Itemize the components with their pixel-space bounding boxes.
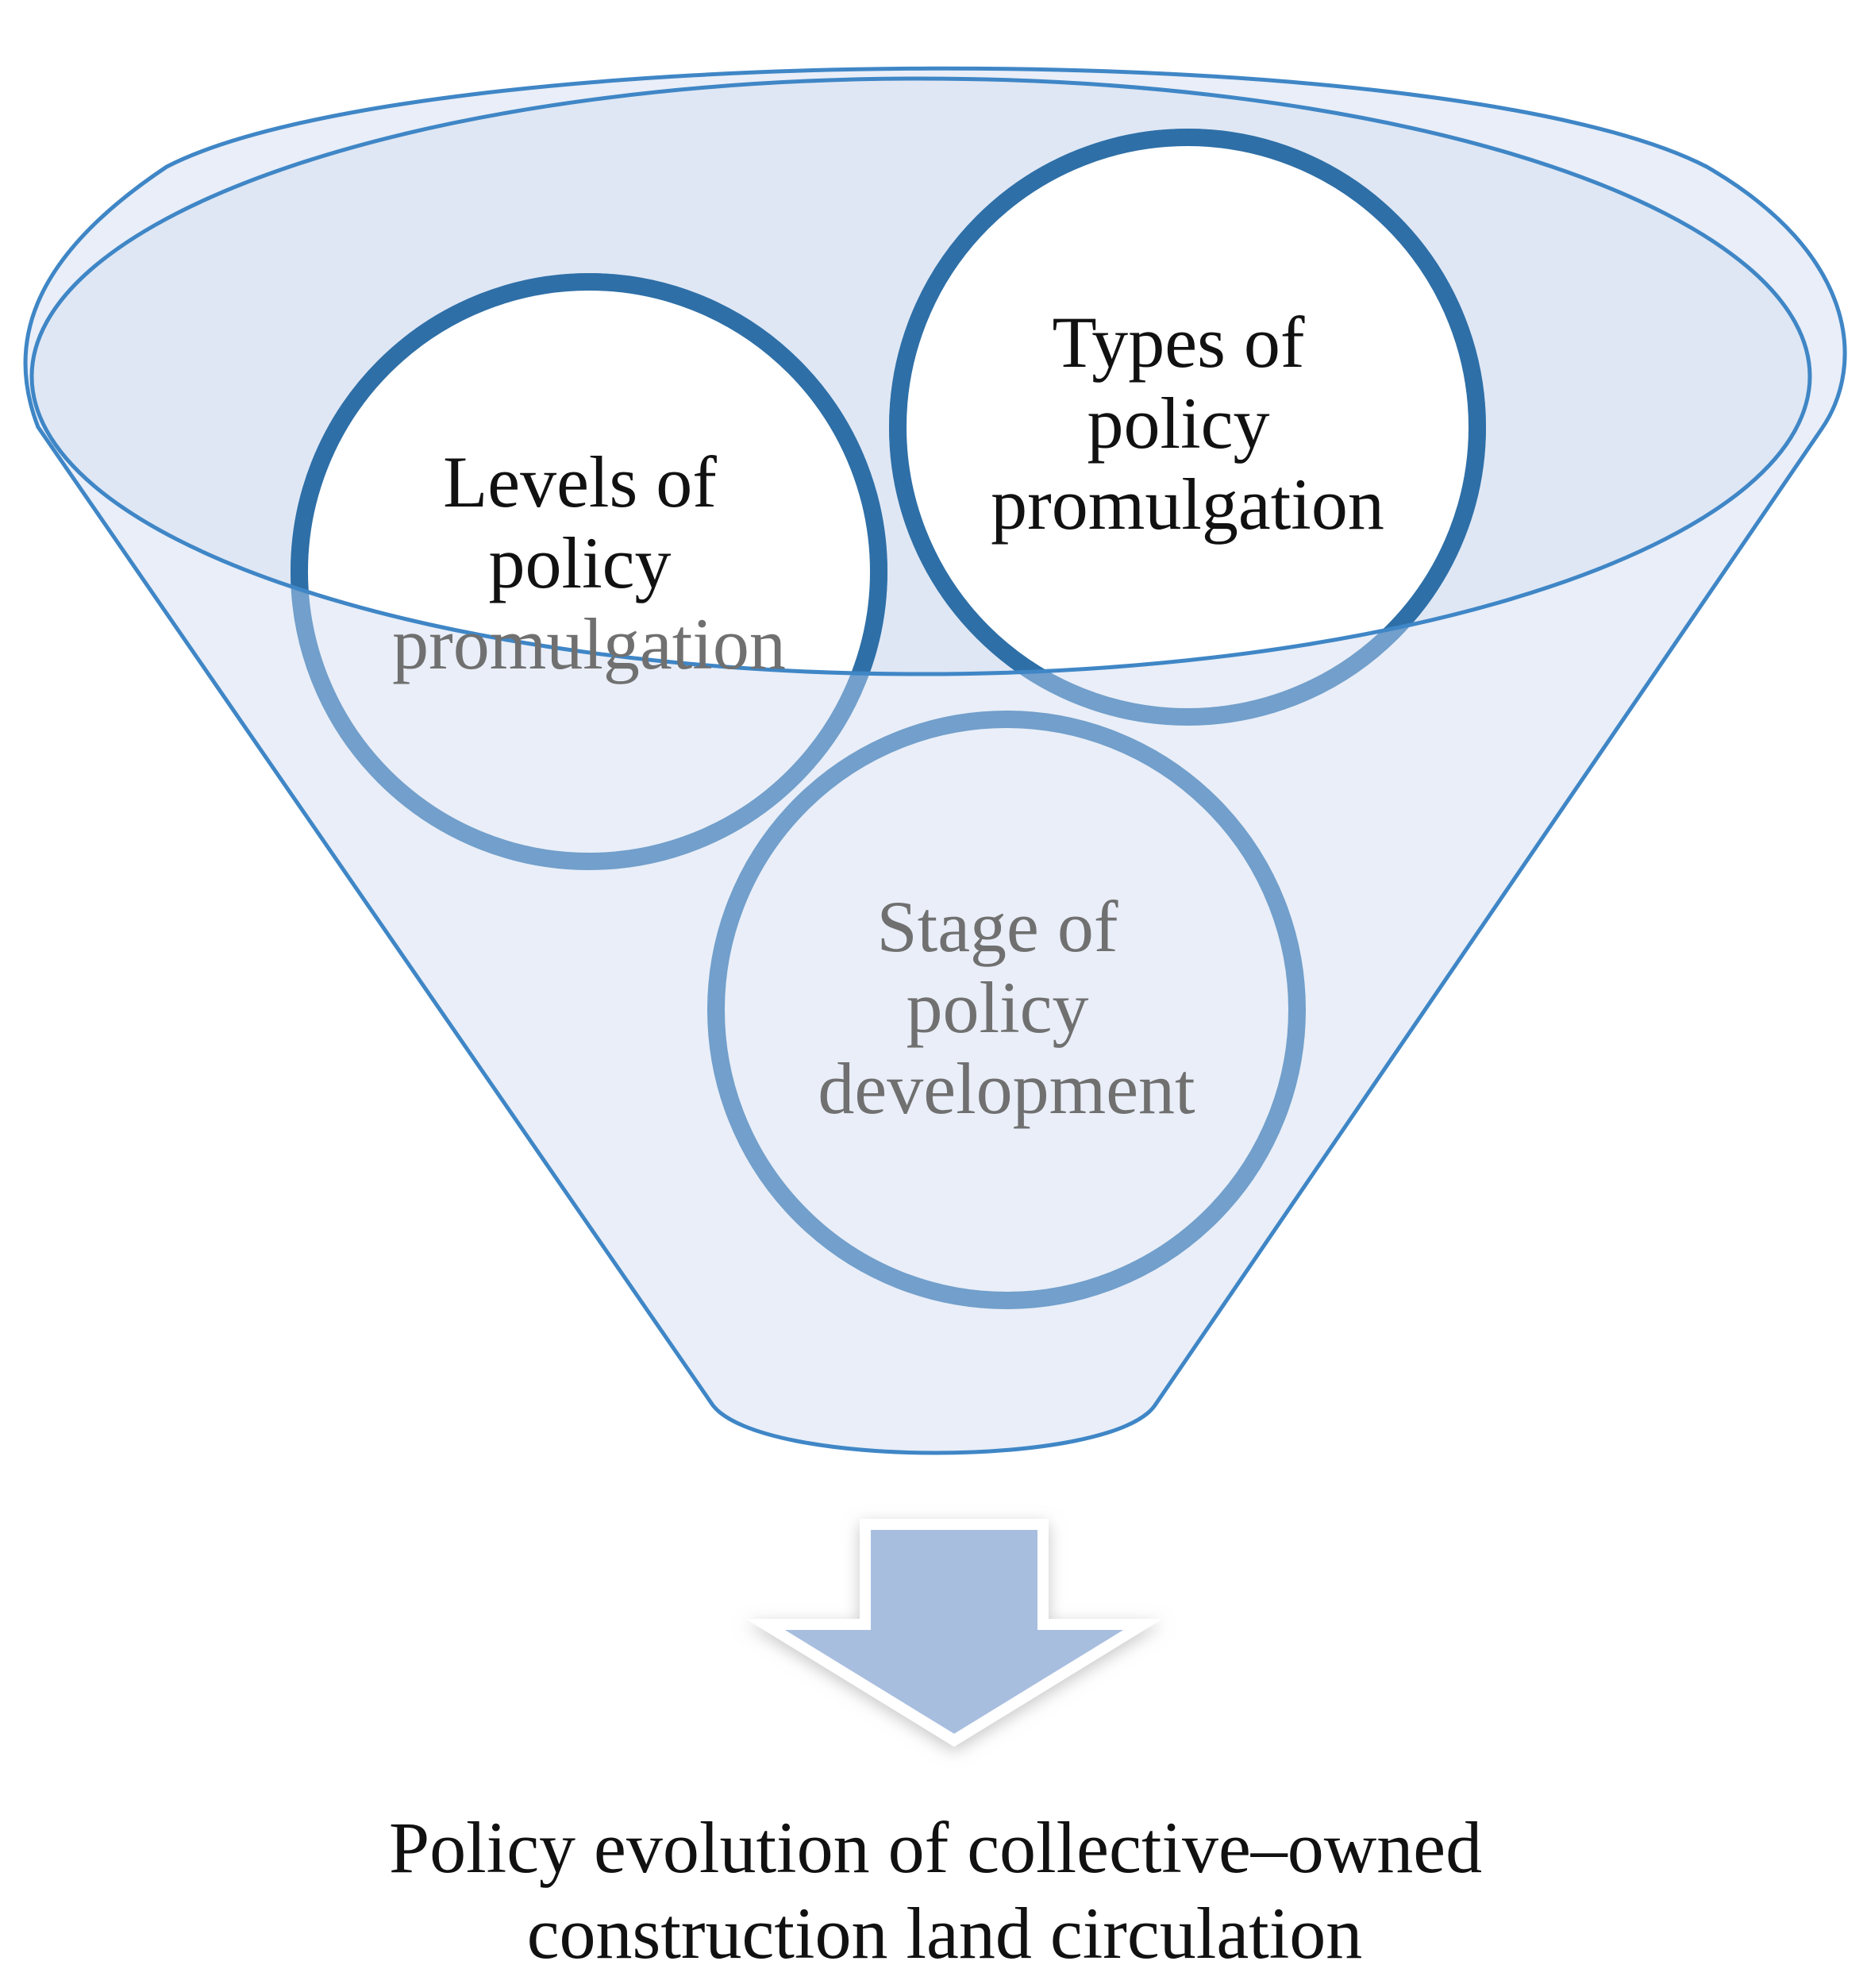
circle-types-front [889,129,1486,674]
down-arrow-icon [745,1519,1163,1747]
label-stage: Stage of policy development [818,886,1195,1129]
funnel-rim-outline [29,76,1812,676]
label-types-line-2: policy [1087,383,1270,464]
label-types-line-1: Types of [1052,302,1304,383]
label-levels: Levels of policy promulgation [392,441,786,684]
circle-levels-front [291,273,887,674]
label-levels-line-2: policy [489,522,672,603]
circle-stage [707,711,1306,1309]
output-caption-line-1: Policy evolution of collective–owned [389,1807,1482,1888]
circle-types [889,129,1486,726]
label-types-line-3: promulgation [991,464,1384,545]
circle-levels [291,273,887,870]
label-stage-line-1: Stage of [876,886,1118,967]
circle-stage-back [707,711,1306,1309]
label-levels-line-1: Levels of [443,441,717,522]
output-caption: Policy evolution of collective–owned con… [389,1807,1500,1974]
label-levels-line-3: promulgation [392,603,786,684]
output-caption-line-2: construction land circulation [527,1893,1363,1974]
label-stage-line-2: policy [907,967,1089,1048]
label-types: Types of policy promulgation [991,302,1384,545]
label-stage-line-3: development [818,1048,1195,1129]
